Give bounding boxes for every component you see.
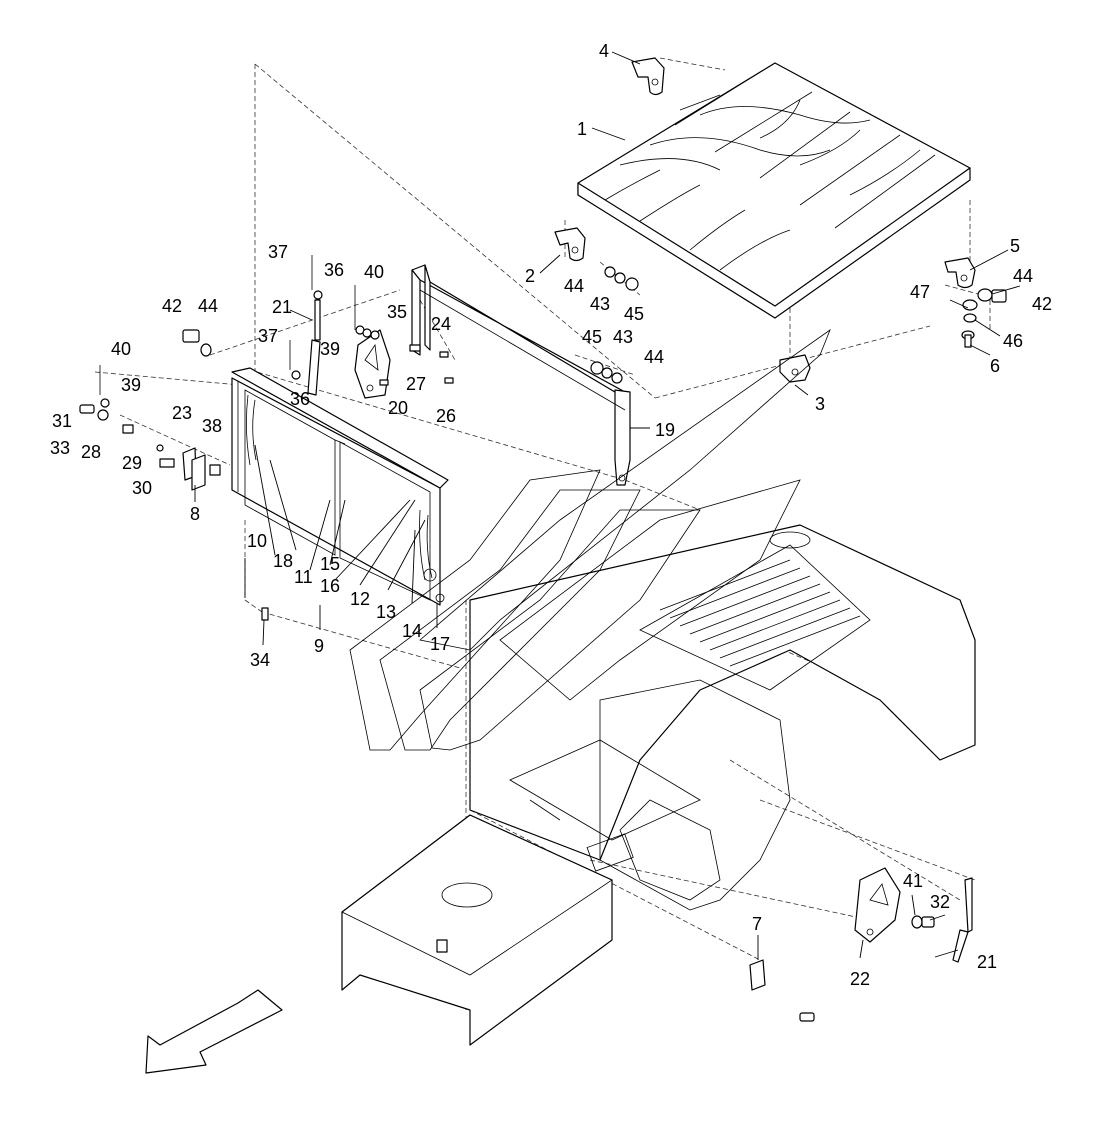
callout-14: 14 <box>402 621 422 641</box>
callout-34: 34 <box>250 650 270 670</box>
callout-37-b: 37 <box>258 326 278 346</box>
callout-9: 9 <box>314 636 324 656</box>
callout-13: 13 <box>376 602 396 622</box>
roof-brackets <box>554 57 976 383</box>
lower-right-parts <box>749 867 973 1022</box>
callout-35: 35 <box>387 302 407 322</box>
callout-26: 26 <box>436 406 456 426</box>
callout-22: 22 <box>850 969 870 989</box>
callout-5: 5 <box>1010 236 1020 256</box>
roll-bar <box>411 264 631 486</box>
callout-39-a: 39 <box>121 375 141 395</box>
callout-37-a: 37 <box>268 242 288 262</box>
callout-15: 15 <box>320 554 340 574</box>
callout-6: 6 <box>990 356 1000 376</box>
callout-7: 7 <box>752 914 762 934</box>
callout-2: 2 <box>525 266 535 286</box>
callout-17: 17 <box>430 634 450 654</box>
hardware-left <box>79 329 269 621</box>
callout-45-b: 45 <box>582 327 602 347</box>
hinge-plate <box>354 329 454 399</box>
callout-21-b: 21 <box>977 952 997 972</box>
callout-28: 28 <box>81 442 101 462</box>
callout-4: 4 <box>599 41 609 61</box>
bracket-5 <box>944 257 976 289</box>
floor-platform <box>341 739 701 1046</box>
hardware-right <box>590 266 1007 384</box>
callout-24: 24 <box>431 314 451 334</box>
callout-27: 27 <box>406 374 426 394</box>
callout-41: 41 <box>903 871 923 891</box>
callout-46: 46 <box>1003 331 1023 351</box>
callout-labels: 4 1 2 44 43 45 5 44 47 42 46 6 45 43 44 … <box>50 41 1052 989</box>
callout-32: 32 <box>930 892 950 912</box>
callout-42-b: 42 <box>1032 294 1052 314</box>
callout-10: 10 <box>247 531 267 551</box>
callout-19: 19 <box>655 420 675 440</box>
callout-18: 18 <box>273 551 293 571</box>
callout-16: 16 <box>320 576 340 596</box>
callout-3: 3 <box>815 394 825 414</box>
direction-arrow-icon <box>145 989 283 1074</box>
callout-42-a: 42 <box>162 296 182 316</box>
callout-36-b: 36 <box>290 389 310 409</box>
gas-strut-upper <box>289 255 372 396</box>
callout-12: 12 <box>350 589 370 609</box>
callout-11: 11 <box>294 567 313 587</box>
cab-body-outline <box>469 524 976 911</box>
callout-44-b: 44 <box>1013 266 1033 286</box>
callout-30: 30 <box>132 478 152 498</box>
callout-44-c: 44 <box>644 347 664 367</box>
callout-44-a: 44 <box>564 276 584 296</box>
large-arrow-decoration <box>349 328 831 751</box>
callout-29: 29 <box>122 453 142 473</box>
callout-43-a: 43 <box>590 294 610 314</box>
callout-45-a: 45 <box>624 304 644 324</box>
callout-1: 1 <box>577 119 587 139</box>
canopy-roof <box>577 62 971 319</box>
callout-43-b: 43 <box>613 327 633 347</box>
callout-47: 47 <box>910 282 930 302</box>
callout-23: 23 <box>172 403 192 423</box>
bracket-4 <box>631 57 665 96</box>
callout-40-a: 40 <box>364 262 384 282</box>
callout-20: 20 <box>388 398 408 418</box>
callout-21-a: 21 <box>272 297 292 317</box>
window-frame <box>231 367 449 606</box>
callout-8: 8 <box>190 504 200 524</box>
callout-31: 31 <box>52 411 72 431</box>
callout-33: 33 <box>50 438 70 458</box>
callout-40-b: 40 <box>111 339 131 359</box>
bracket-3 <box>779 354 811 383</box>
callout-36-a: 36 <box>324 260 344 280</box>
callout-39-b: 39 <box>320 339 340 359</box>
callout-44-d: 44 <box>198 296 218 316</box>
callout-38: 38 <box>202 416 222 436</box>
bracket-2 <box>554 227 586 262</box>
leader-lines <box>194 51 1021 960</box>
